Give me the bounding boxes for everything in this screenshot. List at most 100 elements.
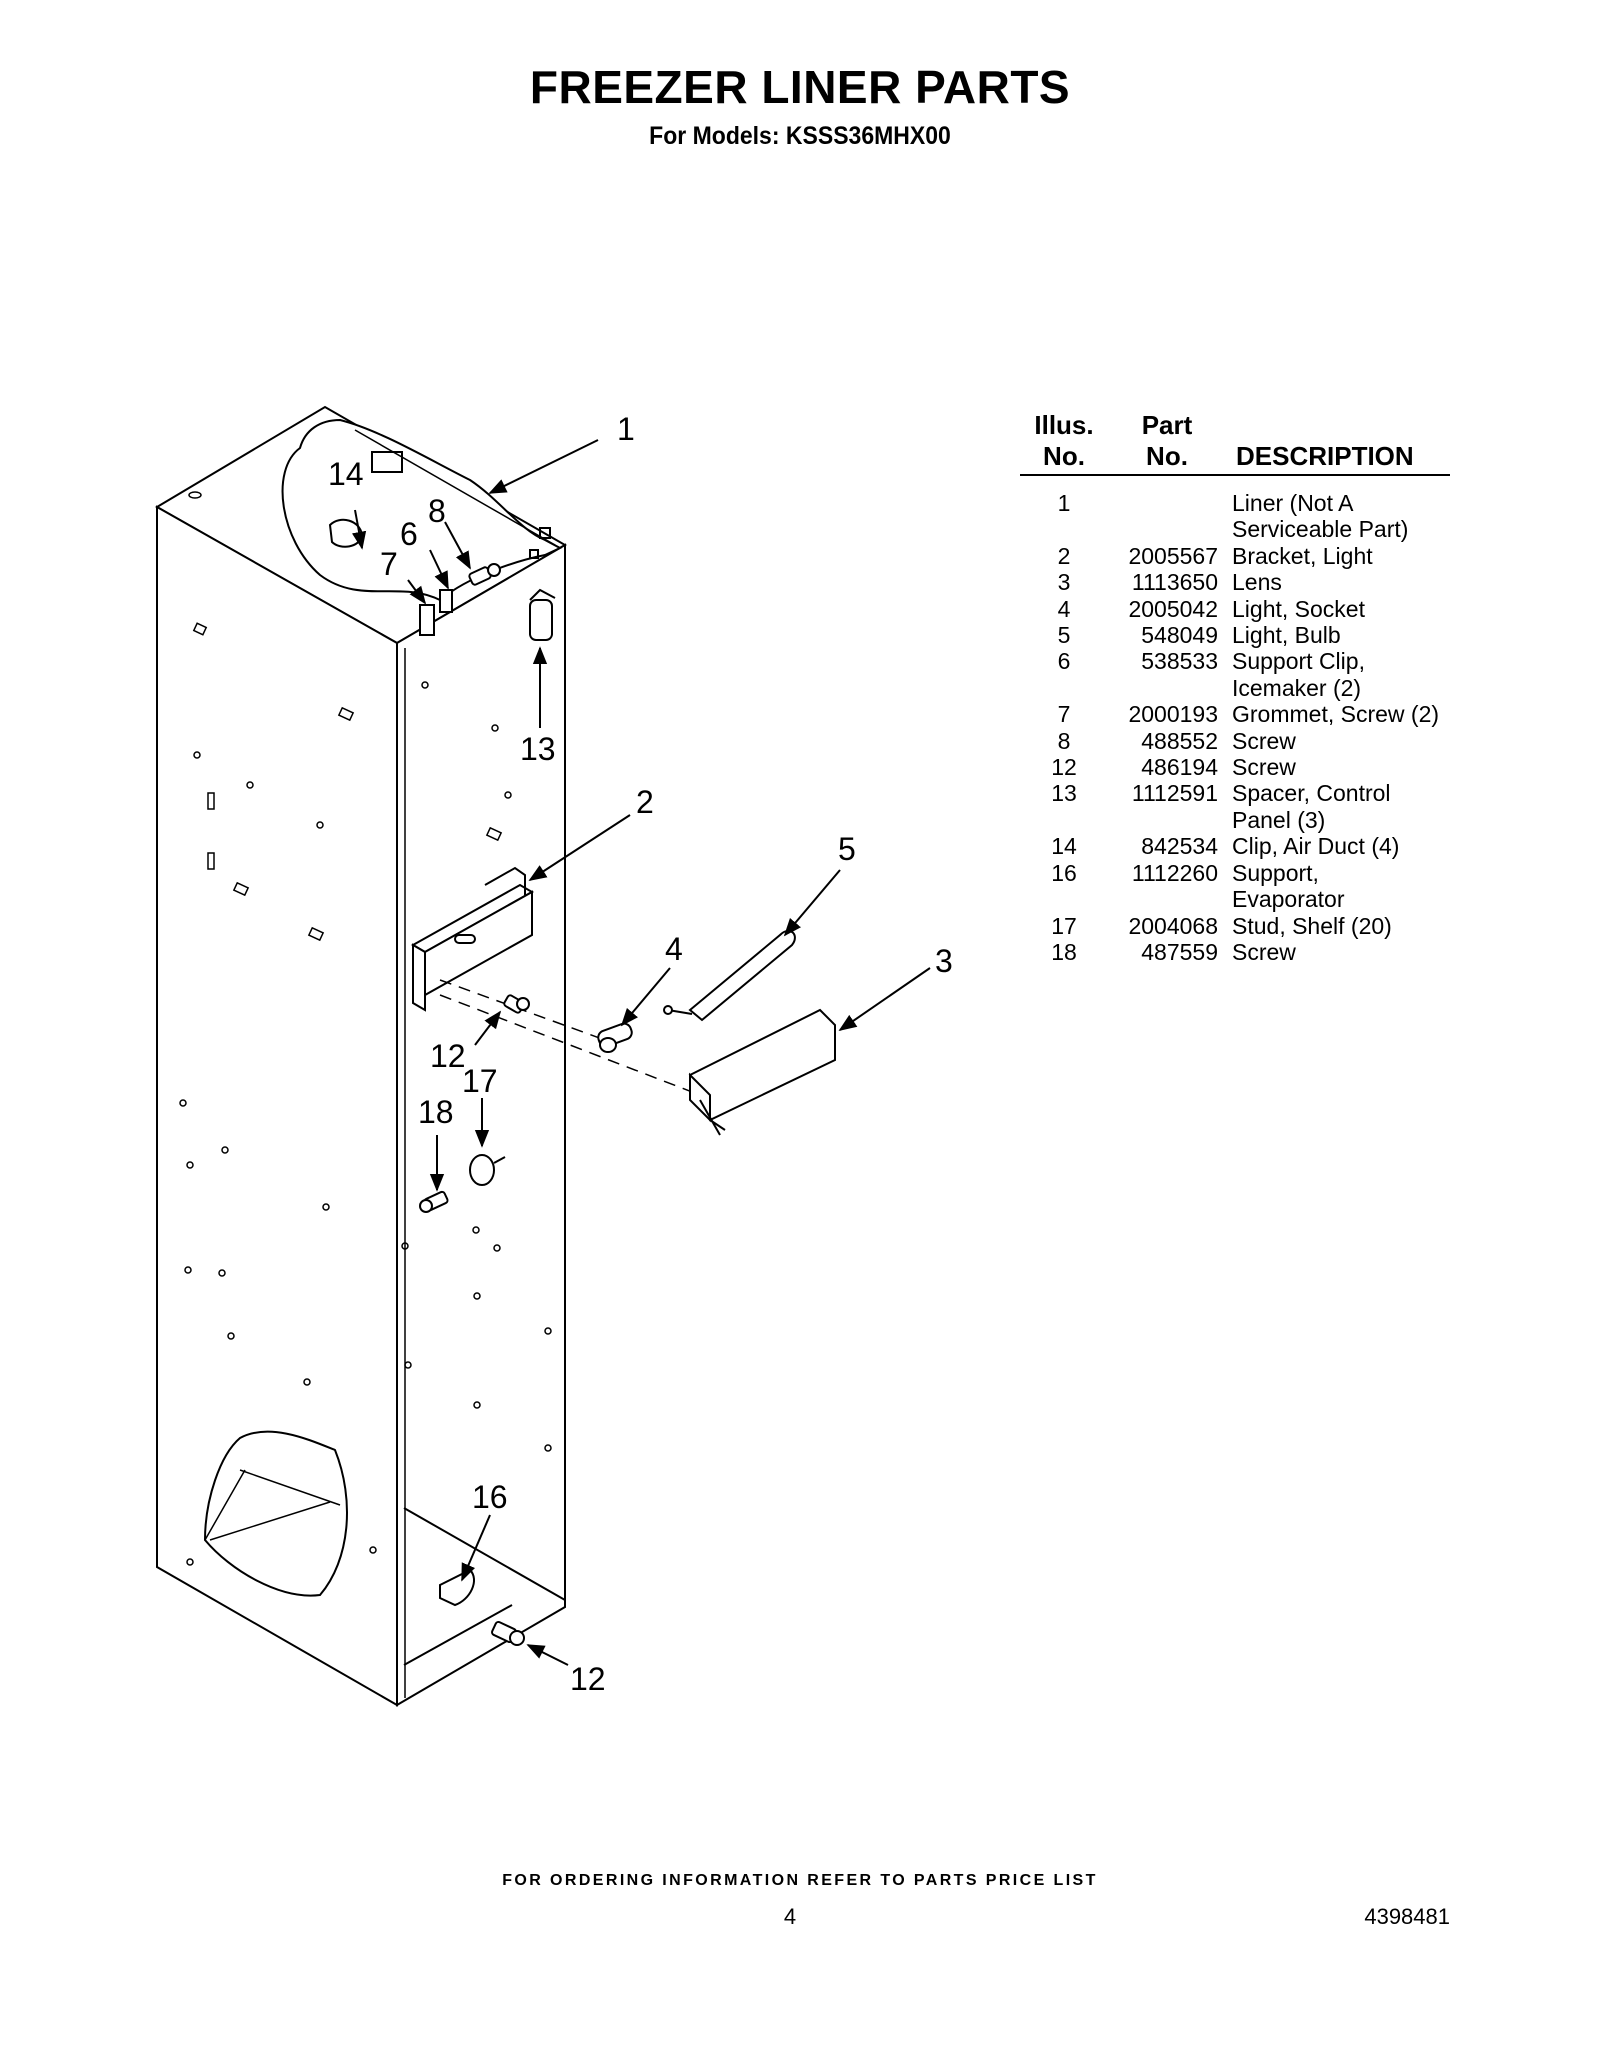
part-number [1108, 490, 1218, 543]
callout-14: 14 [328, 456, 364, 492]
illus-number: 7 [1057, 701, 1071, 728]
part-description: Support Clip,Icemaker (2) [1218, 648, 1450, 701]
description-line: Stud, Shelf (20) [1232, 912, 1392, 939]
part-number: 488552 [1141, 727, 1218, 754]
part-description: Screw [1218, 939, 1450, 965]
ordering-note: FOR ORDERING INFORMATION REFER TO PARTS … [502, 1872, 1098, 1889]
illus-number: 18 [1051, 938, 1077, 965]
part-description: Support,Evaporator [1218, 860, 1450, 913]
grommet-7 [419, 604, 435, 636]
callout-5: 5 [838, 831, 856, 867]
header-part-line1: Part [1141, 410, 1193, 440]
light-bracket [410, 866, 535, 1012]
callout-12b: 12 [570, 1661, 606, 1697]
callout-7: 7 [380, 546, 398, 582]
illus-number: 5 [1057, 622, 1071, 649]
callout-3: 3 [935, 943, 953, 979]
description-line: Screw [1232, 754, 1296, 781]
part-description: Light, Bulb [1218, 622, 1450, 648]
part-number: 842534 [1141, 833, 1218, 860]
description-line: Bracket, Light [1232, 542, 1373, 569]
illus-number: 1 [1057, 490, 1071, 516]
description-line: Liner (Not A [1232, 490, 1354, 516]
table-row: 2 2005567 Bracket, Light [1020, 543, 1450, 569]
description-line: Screw [1232, 938, 1296, 965]
callout-13: 13 [520, 731, 556, 767]
page-title: FREEZER LINER PARTS [529, 61, 1071, 113]
header-illus-line1: Illus. [1034, 410, 1094, 440]
part-number: 2005567 [1128, 542, 1218, 569]
table-row: 18 487559 Screw [1020, 939, 1450, 965]
illus-number: 4 [1057, 595, 1071, 622]
part-number: 487559 [1141, 938, 1218, 965]
bottom-opening [203, 1430, 348, 1597]
part-description: Stud, Shelf (20) [1218, 913, 1450, 939]
part-description: Screw [1218, 754, 1450, 780]
screw-18 [419, 1190, 449, 1213]
callout-4: 4 [665, 931, 683, 967]
part-number: 548049 [1141, 622, 1218, 649]
description-line: Light, Bulb [1232, 622, 1341, 649]
illus-number: 13 [1051, 780, 1077, 807]
part-number: 2004068 [1128, 912, 1218, 939]
part-number: 1113650 [1131, 569, 1218, 596]
part-description: Screw [1218, 728, 1450, 754]
part-description: Lens [1218, 569, 1450, 595]
exploded-parts-diagram: 1 14 8 6 7 13 2 5 4 3 12 17 18 16 12 [155, 405, 953, 1707]
callout-18: 18 [418, 1094, 454, 1130]
callout-16: 16 [472, 1479, 508, 1515]
illus-number: 3 [1057, 569, 1071, 596]
part-description: Grommet, Screw (2) [1218, 701, 1450, 727]
illus-number: 2 [1057, 542, 1071, 569]
description-line: Evaporator [1232, 886, 1345, 913]
screw-12a [503, 994, 530, 1014]
part-description: Light, Socket [1218, 596, 1450, 622]
part-number: 2000193 [1128, 701, 1218, 728]
callout-12a: 12 [430, 1038, 466, 1074]
table-row: 4 2005042 Light, Socket [1020, 596, 1450, 622]
description-line: Support Clip, [1232, 648, 1365, 675]
description-line: Support, [1232, 859, 1319, 886]
description-line: Icemaker (2) [1232, 674, 1362, 701]
description-line: Light, Socket [1232, 595, 1365, 622]
top-opening [281, 418, 563, 602]
description-line: Serviceable Part) [1232, 516, 1409, 543]
part-number: 538533 [1141, 648, 1218, 675]
table-row: 8 488552 Screw [1020, 728, 1450, 754]
illus-number: 12 [1051, 754, 1077, 781]
illus-number: 6 [1057, 648, 1071, 675]
table-row: 7 2000193 Grommet, Screw (2) [1020, 701, 1450, 727]
illus-number: 14 [1051, 833, 1077, 860]
callout-2: 2 [636, 784, 654, 820]
description-line: Spacer, Control [1232, 780, 1391, 807]
callout-1: 1 [617, 411, 635, 447]
description-line: Grommet, Screw (2) [1232, 701, 1440, 728]
part-number: 2005042 [1128, 595, 1218, 622]
illus-number: 16 [1051, 859, 1077, 886]
light-bulb [663, 929, 796, 1022]
description-line: Panel (3) [1232, 806, 1326, 833]
lens [688, 1008, 836, 1136]
liner-holes [179, 491, 552, 1566]
callout-17: 17 [462, 1063, 498, 1099]
support-clip-6 [439, 589, 453, 613]
shelf-stud-17 [469, 1154, 506, 1186]
model-subtitle: For Models: KSSS36MHX00 [649, 122, 951, 150]
document-number: 4398481 [1364, 1904, 1450, 1929]
callout-8: 8 [428, 493, 446, 529]
description-line: Screw [1232, 727, 1296, 754]
screw-8 [468, 563, 501, 586]
part-description: Clip, Air Duct (4) [1218, 833, 1450, 859]
illus-number: 8 [1057, 727, 1071, 754]
illus-number: 17 [1051, 912, 1077, 939]
